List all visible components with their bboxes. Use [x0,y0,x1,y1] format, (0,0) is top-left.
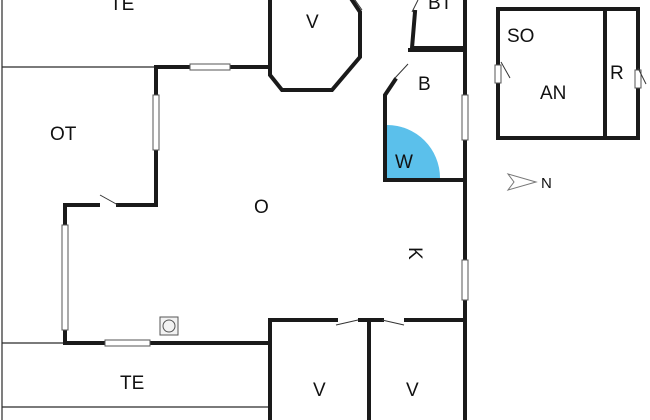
room-label-ot: OT [50,124,77,145]
room-label-an: AN [540,83,566,104]
windows [61,63,469,347]
room-label-so: SO [507,26,534,47]
room-label-te-bottom: TE [120,373,144,394]
wc-fixture [387,125,440,178]
terrace-outlines [1,0,270,420]
north-arrow-icon [506,173,538,191]
room-label-r: R [610,63,624,84]
room-label-o: O [254,197,269,218]
north-label: N [541,175,552,192]
room-label-te-top: TE [110,0,134,15]
room-label-v-bottom-right: V [406,380,419,401]
room-label-b: B [418,74,431,95]
room-label-bt: BT [428,0,453,14]
room-labels: TE V BT SO AN R B OT W N O K TE V V [50,0,624,401]
room-label-k: K [404,247,425,260]
main-walls [63,0,467,420]
room-label-w: W [395,152,413,173]
room-label-v-bottom-left: V [313,380,326,401]
room-label-v-top: V [306,12,319,33]
doors [99,0,419,326]
stove-icon [159,316,179,336]
annex-building [494,7,647,140]
